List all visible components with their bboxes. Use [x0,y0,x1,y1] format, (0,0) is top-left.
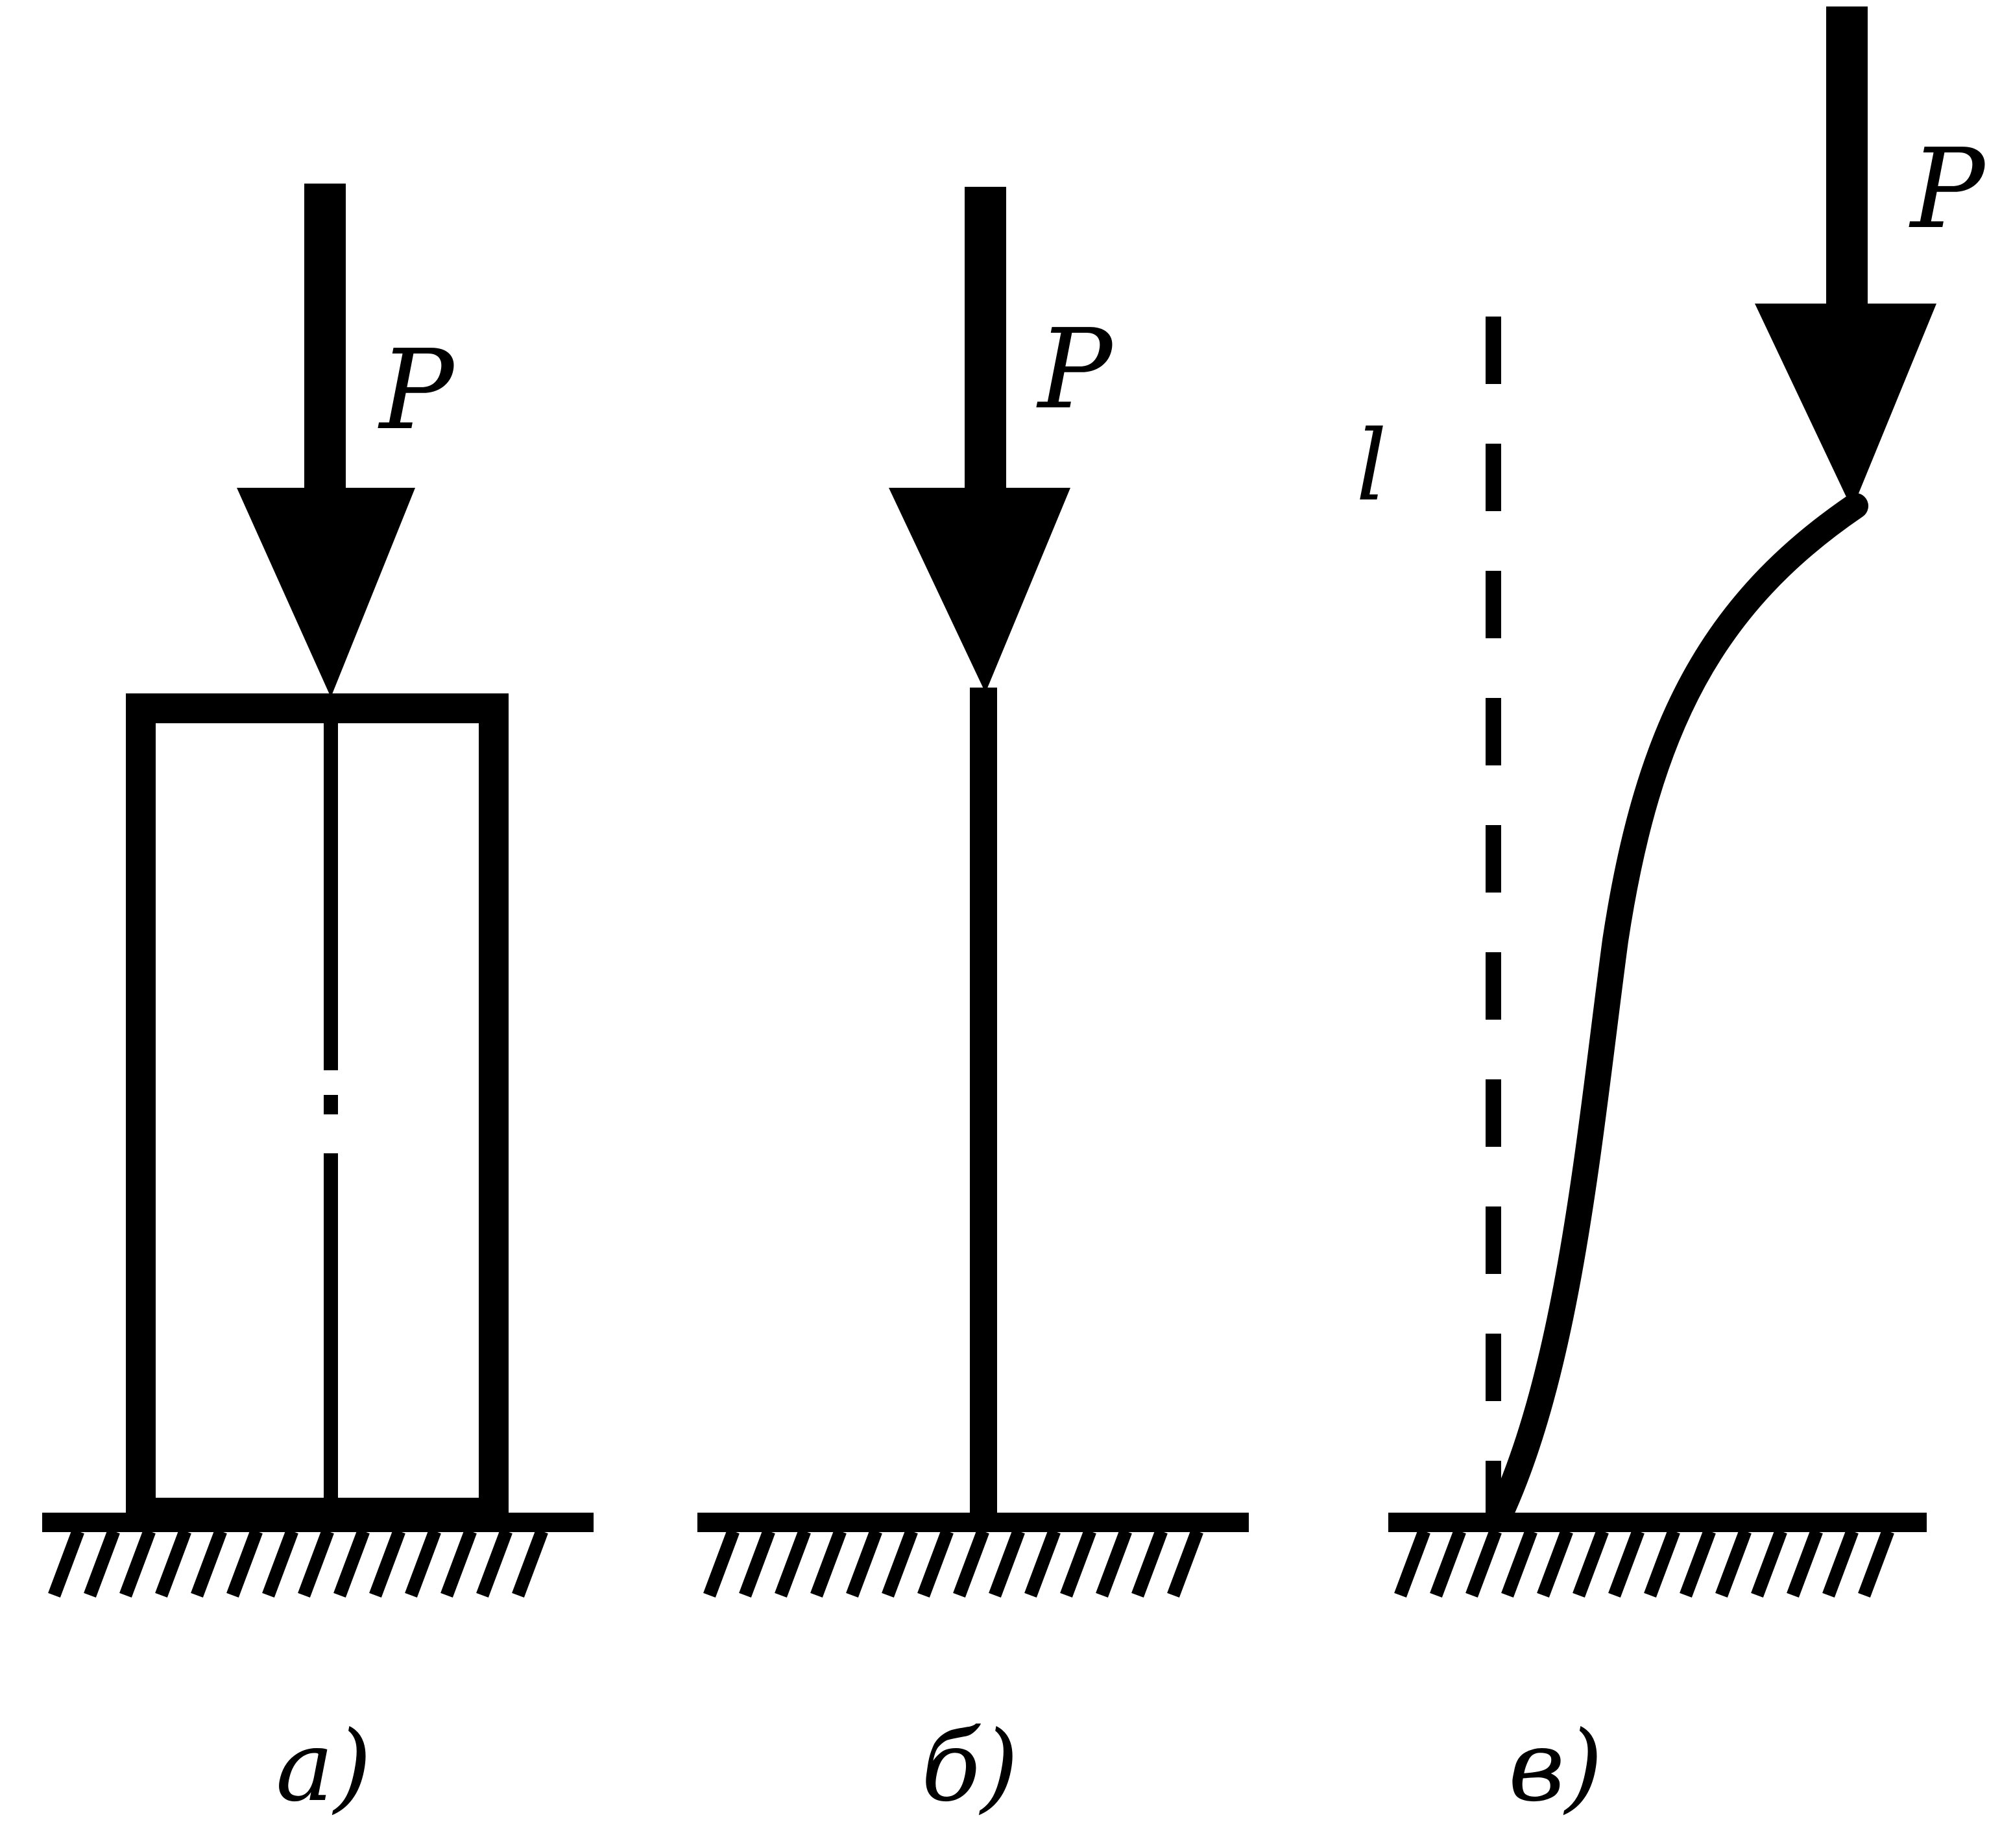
ground-hatch-mark [191,1529,227,1598]
ground-hatch-mark [440,1529,477,1598]
ground-hatch-mark [476,1529,512,1598]
panel-b-force-arrow [889,187,1070,693]
ground-hatch-mark [119,1529,156,1598]
ground-hatch-mark [1096,1529,1132,1598]
ground-hatch-mark [155,1529,191,1598]
ground-hatch-mark [369,1529,405,1598]
ground-hatch-mark [298,1529,334,1598]
ground-hatch-mark [1608,1529,1645,1598]
panel-c-caption: в) [1508,1710,1603,1823]
ground-hatch-mark [1715,1529,1752,1598]
panel-a-caption: a) [276,1710,372,1823]
ground-hatch-mark [1167,1529,1203,1598]
ground-hatch-mark [953,1529,989,1598]
panel-a-axis-line [324,714,338,1510]
ground-hatch-mark [1537,1529,1573,1598]
panel-b: P б) [697,187,1249,1823]
ground-hatch-mark [1680,1529,1716,1598]
panel-c: l P в) [1356,6,1986,1823]
ground-hatch-mark [405,1529,441,1598]
ground-hatch-mark [1131,1529,1168,1598]
ground-hatch-mark [1060,1529,1096,1598]
panel-a-force-label: P [378,326,455,455]
panel-b-ground-support [697,1513,1249,1598]
panel-c-length-label: l [1356,410,1387,523]
ground-hatch-mark [1024,1529,1061,1598]
ground-hatch-mark [703,1529,740,1598]
panel-a-column [126,693,509,1528]
ground-hatch-mark [1858,1529,1894,1598]
panel-c-buckled-column [1487,493,1868,1528]
panel-a-force-arrow [237,184,415,697]
ground-hatch-mark [1573,1529,1609,1598]
panel-c-force-arrow [1755,6,1936,509]
ground-hatch-mark [1751,1529,1787,1598]
ground-hatch-mark [226,1529,263,1598]
ground-hatch-mark [917,1529,954,1598]
ground-hatch-mark [882,1529,918,1598]
ground-hatch-mark [1394,1529,1430,1598]
ground-hatch-mark [810,1529,847,1598]
ground-hatch-mark [333,1529,370,1598]
ground-hatch-mark [739,1529,775,1598]
panel-a-ground-support [42,1513,594,1598]
ground-hatch-mark [1644,1529,1680,1598]
ground-hatch-mark [512,1529,548,1598]
panel-c-force-label: P [1909,125,1986,254]
panel-c-ground-support [1388,1513,1927,1598]
ground-hatch-mark [1787,1529,1823,1598]
ground-hatch-mark [48,1529,84,1598]
ground-hatch-mark [1822,1529,1859,1598]
ground-hatch-mark [846,1529,882,1598]
ground-hatch-mark [1465,1529,1502,1598]
panel-b-caption: б) [921,1710,1019,1823]
panel-b-column [970,688,997,1515]
ground-hatch-mark [84,1529,120,1598]
ground-hatch-mark [262,1529,298,1598]
ground-hatch-mark [989,1529,1025,1598]
panel-a: P a) [42,184,594,1823]
panel-b-force-label: P [1036,306,1114,434]
ground-hatch-mark [775,1529,811,1598]
ground-hatch-mark [1430,1529,1466,1598]
ground-hatch-mark [1501,1529,1537,1598]
